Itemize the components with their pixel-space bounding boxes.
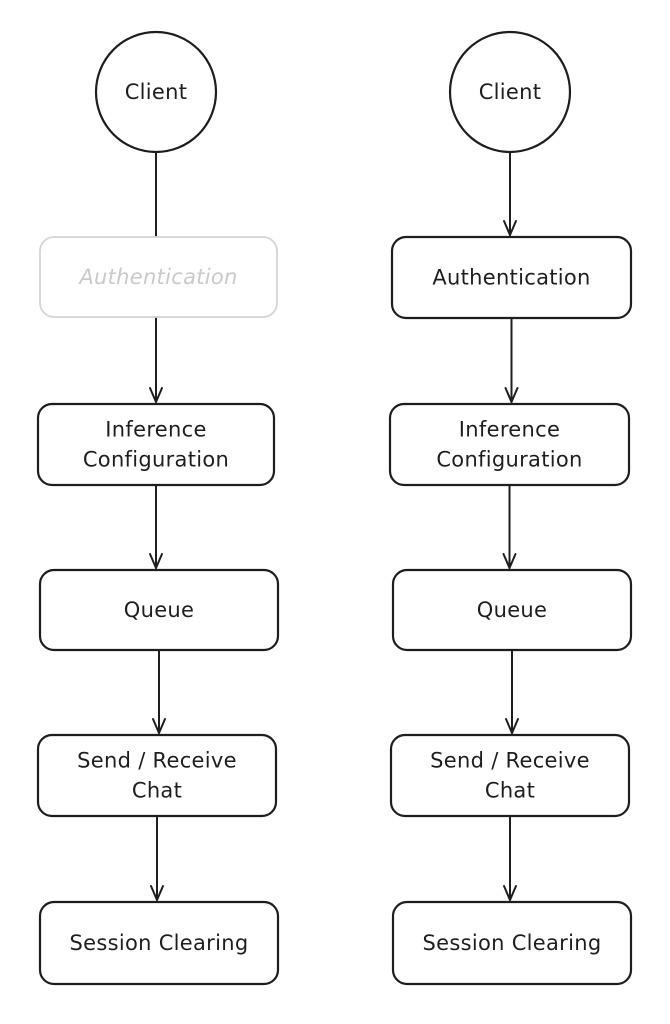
arrow-send-receive-chat-to-session-clearing [503,815,517,901]
arrow-head-icon [502,553,517,569]
node-authentication: Authentication [39,236,278,318]
client-label: Client [479,80,542,104]
arrow-queue-to-send-receive-chat [152,649,166,734]
session-clearing-shape [38,900,280,986]
arrow-inference-configuration-to-queue [149,484,163,569]
arrow-head-icon [150,885,164,901]
send-receive-chat-label: Send / Receive [77,749,237,773]
arrow-head-icon [504,387,519,403]
flowchart-right: ClientAuthenticationInferenceConfigurati… [388,30,633,986]
flowchart-left: ClientAuthenticationInferenceConfigurati… [36,30,280,986]
session-clearing-label: Session Clearing [423,931,602,955]
arrow-head-icon [149,387,163,403]
client-label: Client [125,80,188,104]
send-receive-chat-shape [389,733,631,818]
send-receive-chat-label: Send / Receive [430,749,590,773]
queue-label: Queue [477,598,548,622]
authentication-label: Authentication [432,266,590,290]
arrow-inference-configuration-to-queue [502,484,517,569]
inference-configuration-label: Configuration [436,448,582,472]
arrow-head-icon [503,220,517,236]
queue-shape [391,568,633,652]
node-queue: Queue [391,568,633,652]
arrow-head-icon [505,718,519,734]
session-clearing-label: Session Clearing [70,931,249,955]
queue-label: Queue [124,598,195,622]
send-receive-chat-label: Chat [485,779,535,803]
client-shape [94,30,218,154]
inference-configuration-label: Inference [459,418,560,442]
client-shape [448,30,572,154]
inference-configuration-label: Inference [105,418,206,442]
arrow-head-icon [503,885,517,901]
arrow-queue-to-send-receive-chat [505,649,519,734]
authentication-shape [390,235,633,320]
queue-shape [38,568,280,652]
arrow-head-icon [152,718,166,734]
node-session-clearing: Session Clearing [391,900,633,986]
arrow-head-icon [149,553,163,569]
authentication-shape [39,236,278,318]
arrow-authentication-to-inference-configuration [504,317,519,403]
arrow-client-to-authentication [503,151,517,236]
inference-configuration-shape [36,402,276,487]
node-authentication: Authentication [390,235,633,320]
inference-configuration-label: Configuration [83,448,229,472]
arrow-send-receive-chat-to-session-clearing [150,815,164,901]
session-clearing-shape [391,900,633,986]
authentication-label: Authentication [77,265,237,289]
send-receive-chat-label: Chat [132,779,182,803]
node-queue: Queue [38,568,280,652]
inference-configuration-shape [388,402,631,487]
send-receive-chat-shape [36,733,278,818]
node-client: Client [448,30,572,154]
node-session-clearing: Session Clearing [38,900,280,986]
node-client: Client [94,30,218,154]
